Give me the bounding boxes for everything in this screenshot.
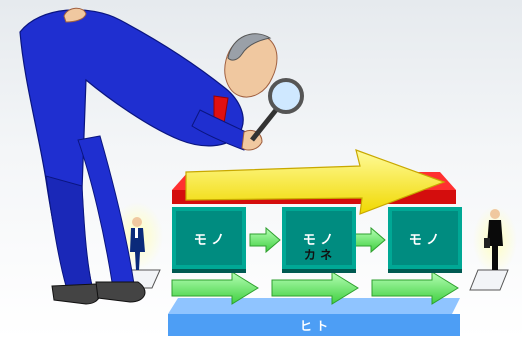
money-label: カ ネ [304,248,332,262]
people-base [168,298,460,336]
flow-box-3-label: モ ノ [409,233,440,248]
green-arrow-3 [371,271,459,305]
flow-box-2 [282,207,356,273]
flow-box-1 [172,207,246,273]
green-arrow-small-1 [249,226,281,254]
inspector-figure [19,7,304,305]
green-arrow-small-2 [354,226,386,254]
flow-box-2-label: モ ノ [303,233,334,248]
person-right-icon [469,206,517,291]
green-arrow-1 [171,271,259,305]
people-label: ヒ ト [300,319,328,333]
money-arrow [185,149,446,215]
flow-box-3 [388,207,462,273]
green-arrow-2 [271,271,359,305]
flow-box-1-label: モ ノ [194,233,225,248]
